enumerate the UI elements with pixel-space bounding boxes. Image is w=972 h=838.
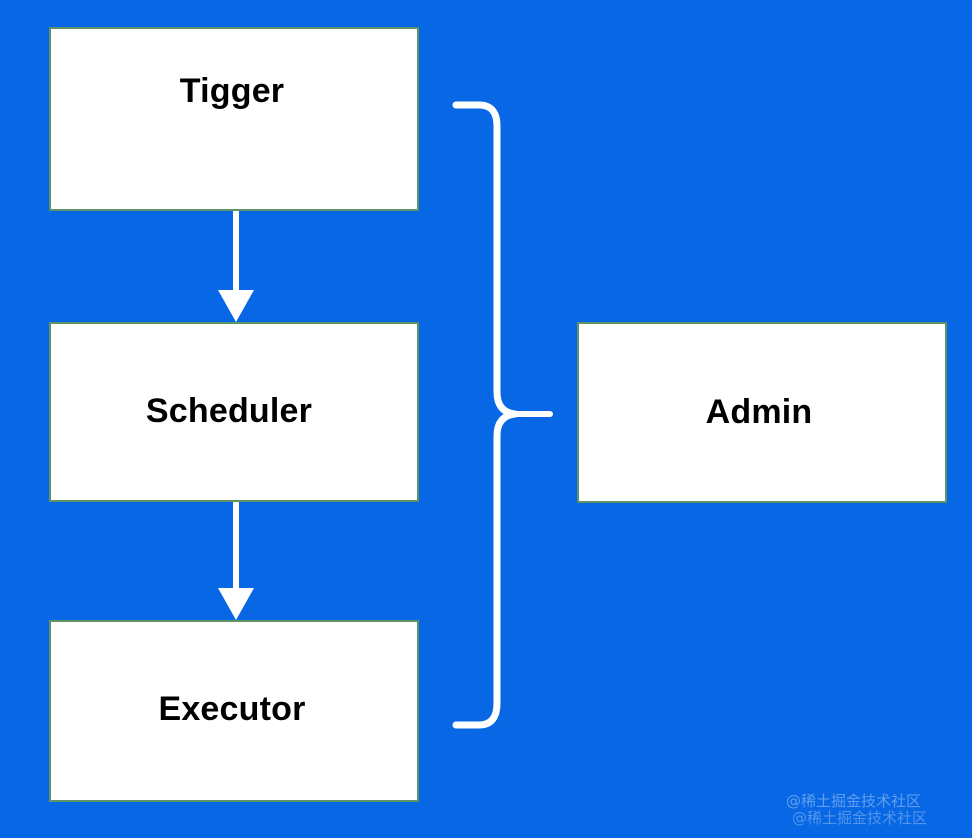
node-label-scheduler: Scheduler [145, 392, 313, 430]
watermark-line-1: @稀土掘金技术社区 [786, 792, 922, 810]
node-label-tigger: Tigger [179, 72, 285, 110]
node-box-admin[interactable]: Admin [577, 322, 947, 503]
node-box-tigger[interactable]: Tigger [49, 27, 419, 211]
node-label-admin: Admin [705, 392, 813, 431]
node-box-executor[interactable]: Executor [49, 620, 419, 802]
arrow-tigger-to-scheduler [218, 211, 254, 322]
node-label-executor: Executor [158, 690, 306, 728]
watermark-line-2: @稀土掘金技术社区 [792, 809, 928, 827]
node-box-scheduler[interactable]: Scheduler [49, 322, 419, 502]
arrow-scheduler-to-executor [218, 502, 254, 620]
watermark: @稀土掘金技术社区 @稀土掘金技术社区 [786, 791, 966, 837]
curly-brace-group-to-admin [452, 101, 553, 729]
